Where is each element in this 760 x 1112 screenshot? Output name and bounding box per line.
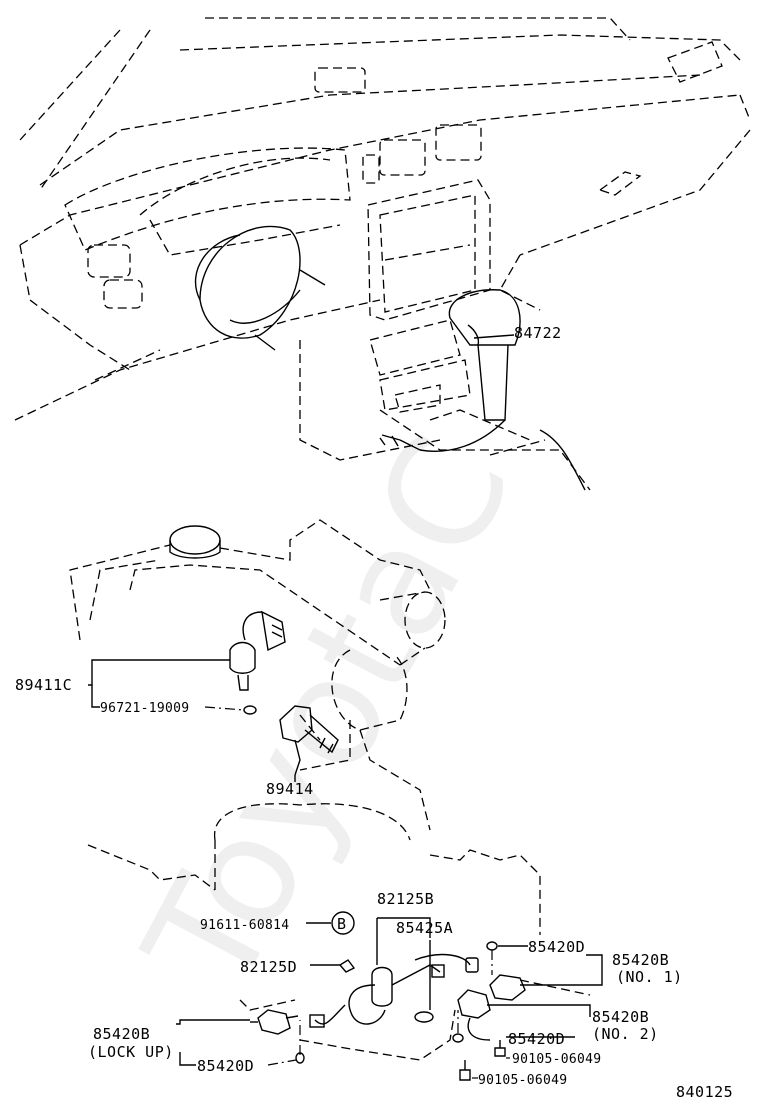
bolt-90105-a bbox=[494, 1040, 506, 1057]
label-85425a: 85425A bbox=[396, 919, 453, 937]
sensor-89411c bbox=[229, 641, 256, 674]
instrument-cluster bbox=[64, 147, 351, 251]
solenoid-no1 bbox=[489, 974, 526, 1001]
label-85420b-no1: 85420B bbox=[612, 951, 669, 969]
label-lockup: (LOCK UP) bbox=[88, 1043, 174, 1061]
label-85420d-mid: 85420D bbox=[508, 1030, 565, 1048]
label-82125b: 82125B bbox=[377, 890, 434, 908]
label-96721-19009: 96721-19009 bbox=[100, 701, 189, 716]
dashboard-illustration bbox=[14, 17, 751, 491]
label-85420d-top: 85420D bbox=[528, 938, 585, 956]
label-84722: 84722 bbox=[514, 324, 562, 342]
label-90105-06049-a: 90105-06049 bbox=[512, 1052, 601, 1067]
solenoid-lockup bbox=[257, 1009, 291, 1035]
center-stack bbox=[367, 179, 491, 321]
label-91611-60814: 91611-60814 bbox=[200, 918, 289, 933]
o-ring-96721 bbox=[243, 705, 257, 715]
label-no1: (NO. 1) bbox=[616, 968, 683, 986]
steering-wheel bbox=[199, 225, 301, 339]
label-89411c: 89411C bbox=[15, 676, 72, 694]
figure-id: 840125 bbox=[676, 1083, 733, 1101]
shift-knob bbox=[448, 289, 521, 346]
label-85420b-lockup: 85420B bbox=[93, 1025, 150, 1043]
defrost-vent bbox=[314, 67, 366, 93]
side-vent-right bbox=[667, 41, 723, 83]
label-bubble-b: B bbox=[337, 915, 347, 933]
label-85420d-bot: 85420D bbox=[197, 1057, 254, 1075]
label-89414: 89414 bbox=[266, 780, 314, 798]
label-82125d: 82125D bbox=[240, 958, 297, 976]
sensor-89414 bbox=[279, 705, 313, 743]
clamp-82125d bbox=[338, 959, 356, 973]
label-85420b-no2: 85420B bbox=[592, 1008, 649, 1026]
solenoid-no2 bbox=[457, 989, 491, 1019]
solenoid-center bbox=[371, 966, 393, 1007]
transaxle-illustration bbox=[69, 519, 446, 831]
grommet-85425a bbox=[414, 1011, 434, 1023]
label-no2: (NO. 2) bbox=[592, 1025, 659, 1043]
label-90105-06049-b: 90105-06049 bbox=[478, 1073, 567, 1088]
solenoid-illustration bbox=[87, 803, 591, 1081]
bolt-90105-b bbox=[459, 1060, 471, 1081]
bubble-b bbox=[331, 911, 355, 935]
